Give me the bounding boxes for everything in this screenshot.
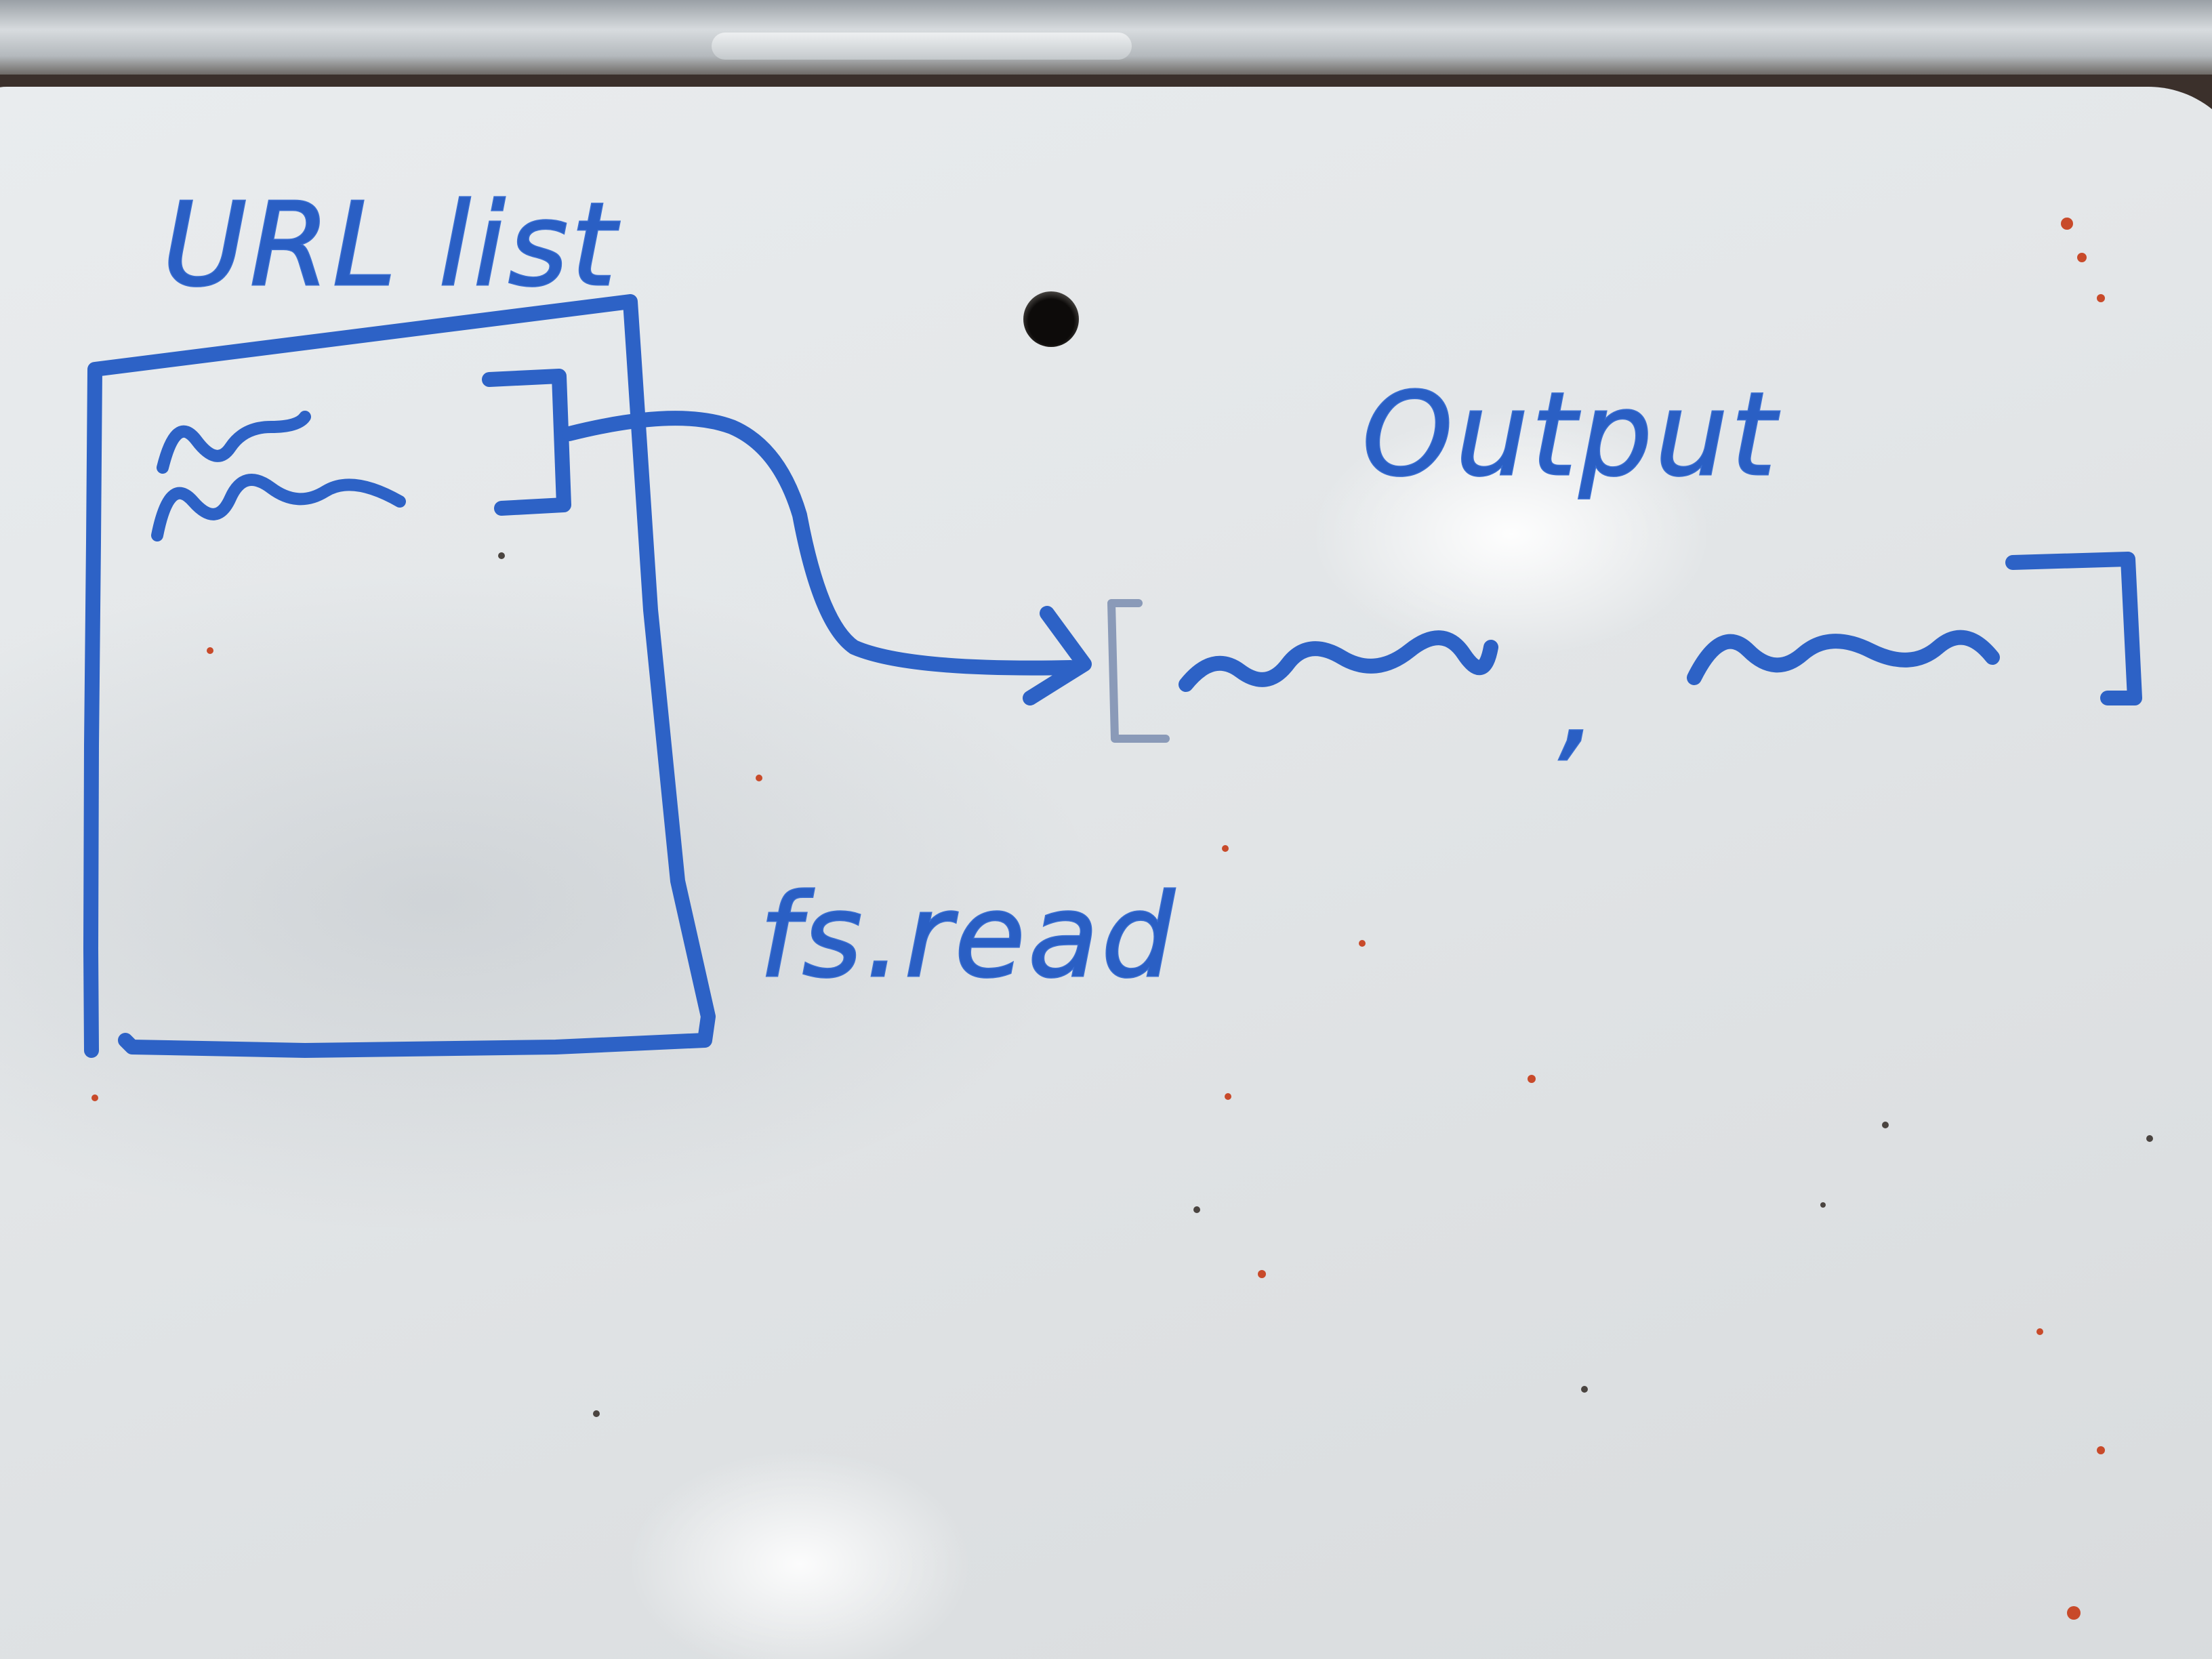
url-list-box xyxy=(83,294,716,1058)
url-list-label: URL list xyxy=(163,178,619,312)
list-entry-squiggle-1 xyxy=(157,411,311,474)
flow-arrow xyxy=(562,411,1078,676)
output-comma: , xyxy=(1559,633,1600,775)
output-open-bracket xyxy=(1107,599,1170,743)
whiteboard-surface xyxy=(0,87,2212,1659)
output-item-1 xyxy=(1179,630,1498,692)
output-item-2 xyxy=(1687,630,2000,685)
output-label: Output xyxy=(1362,368,1780,502)
list-entry-squiggle-2 xyxy=(151,474,406,541)
output-close-bracket xyxy=(2005,552,2142,705)
item-bracket xyxy=(482,369,571,516)
marker-tray xyxy=(0,0,2212,75)
tray-highlight xyxy=(712,33,1132,60)
mounting-hole xyxy=(1023,291,1079,347)
board-specks xyxy=(91,218,2153,1620)
fs-read-label: fs.read xyxy=(759,869,1177,1004)
flow-arrow-head xyxy=(1023,606,1092,705)
